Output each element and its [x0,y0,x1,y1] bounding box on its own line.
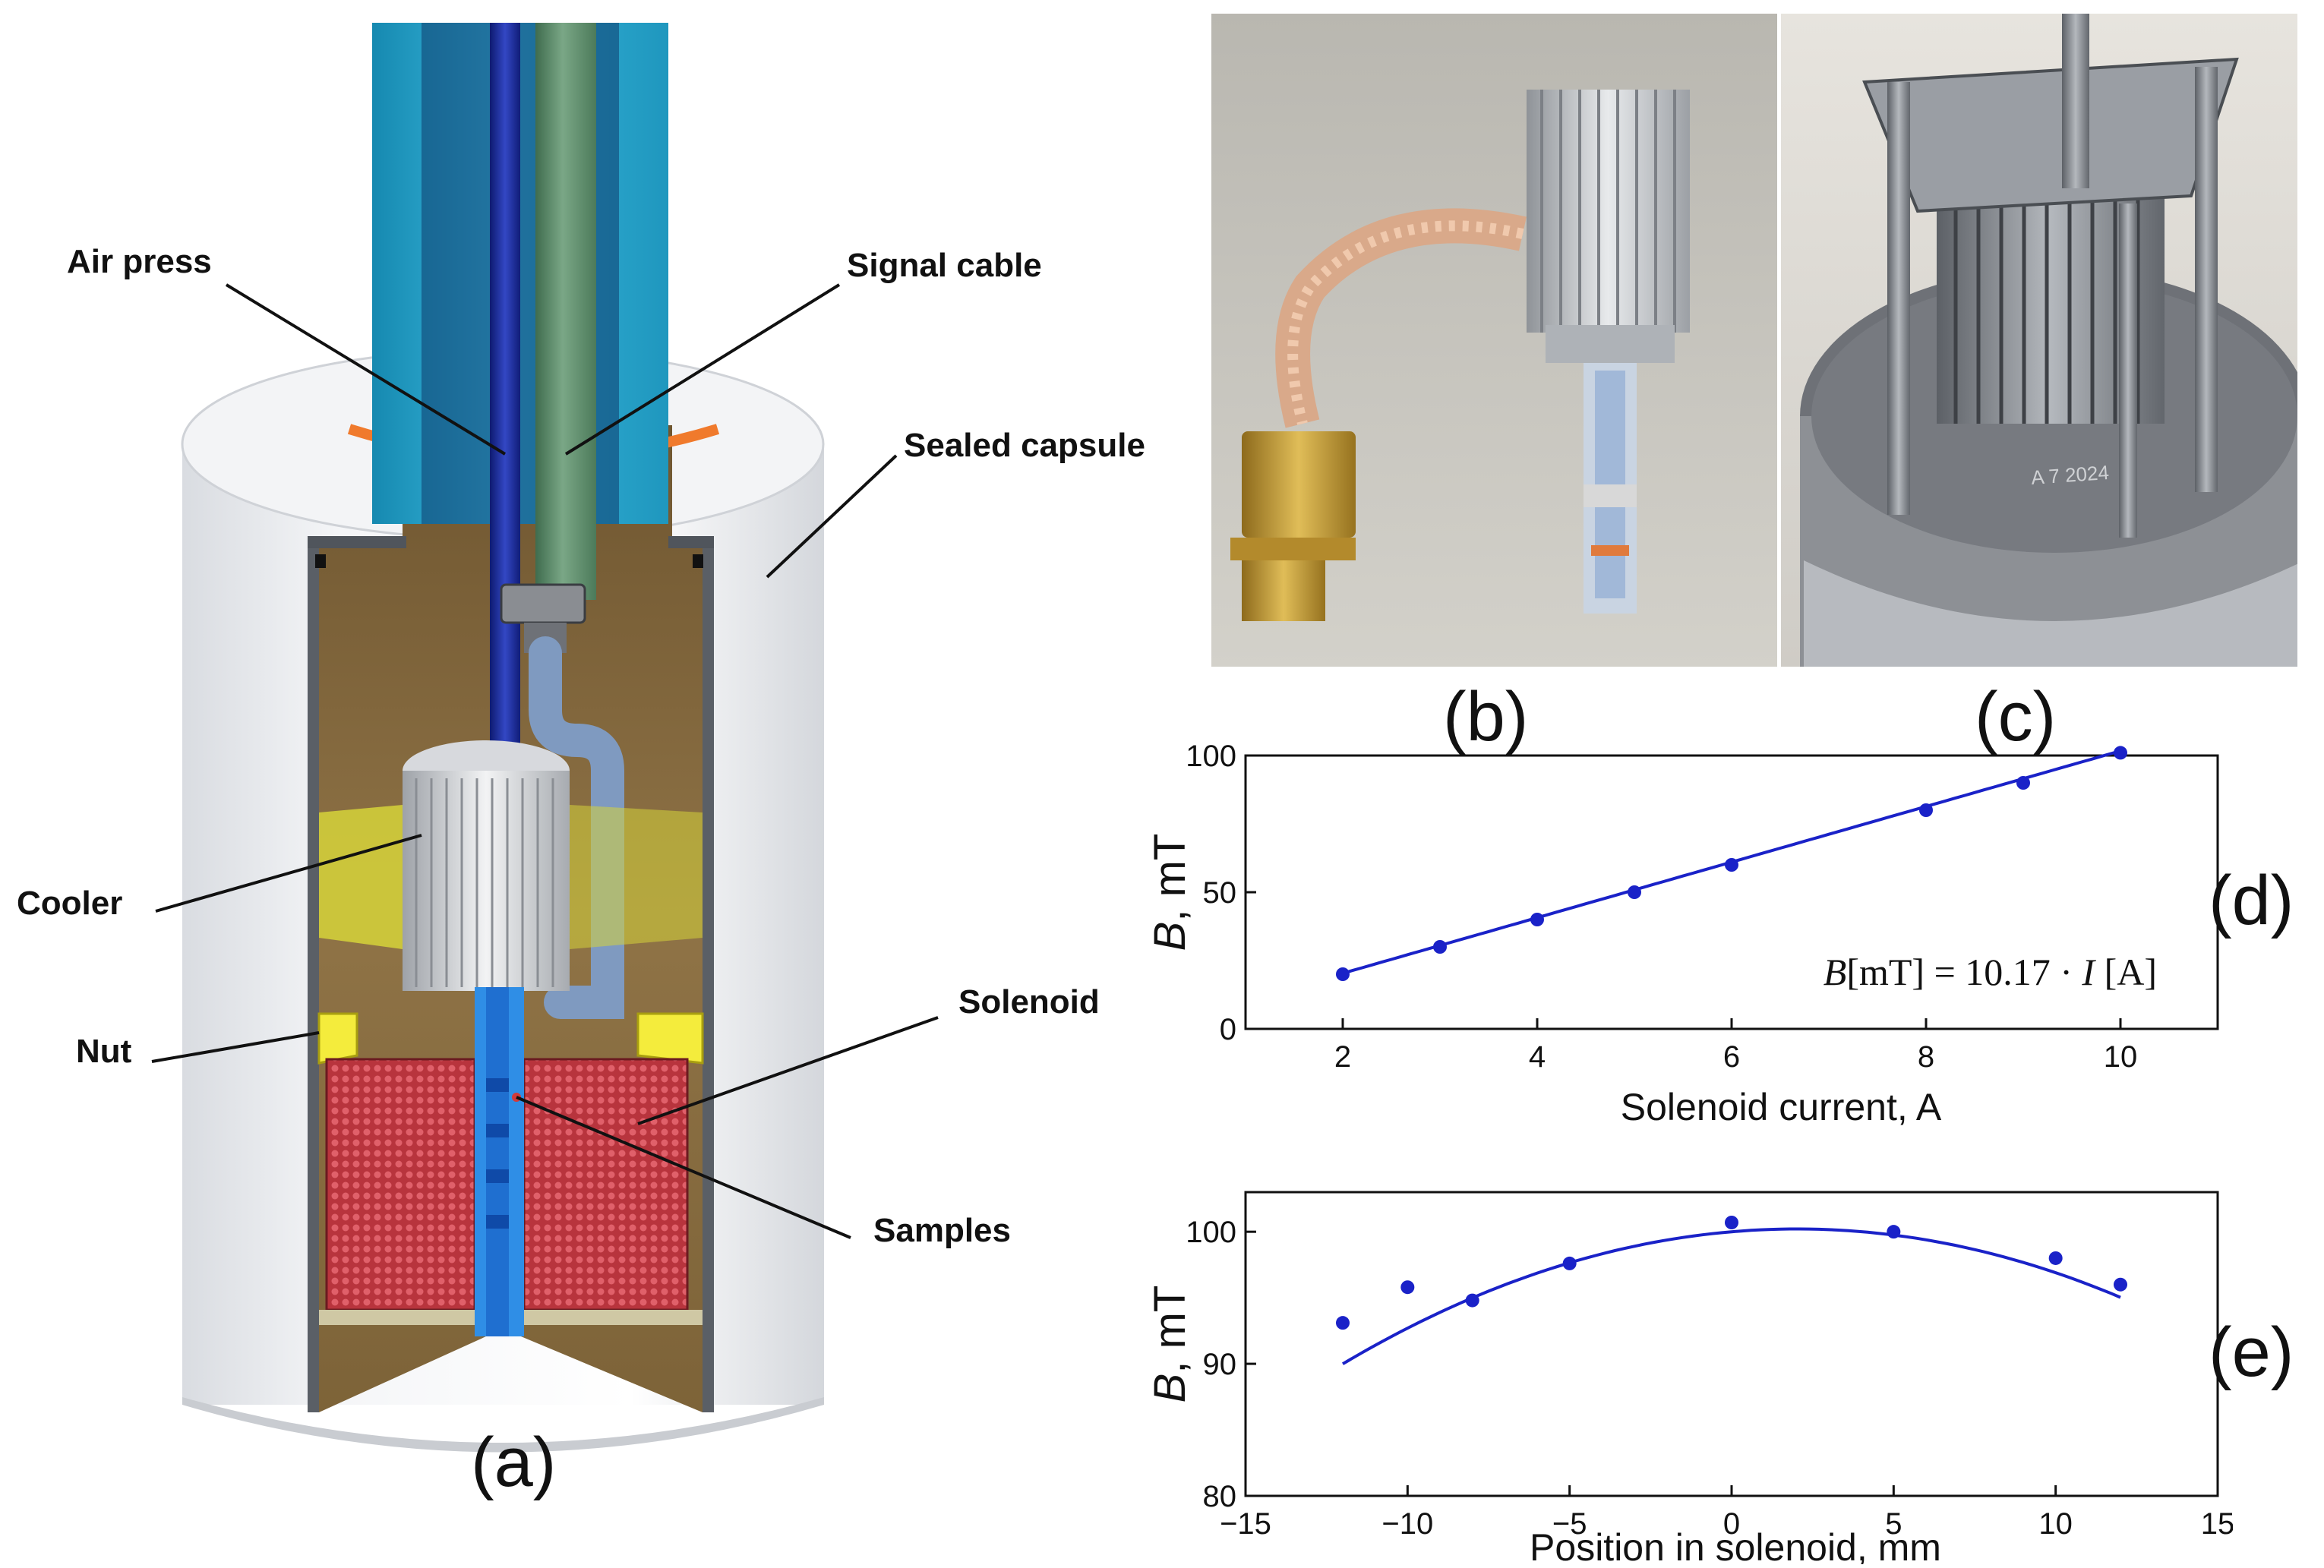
data-point [2048,1251,2063,1265]
brass-connector [1242,431,1356,538]
callout-nut: Nut [76,1033,132,1070]
support-rod-2 [2195,67,2218,492]
cooler-body [403,771,570,991]
chart-e-ylabel-var: B [1145,1374,1195,1403]
x-tick-label: 15 [2201,1507,2233,1541]
data-point [1336,967,1350,981]
data-point [2114,746,2127,760]
x-tick-label: −15 [1220,1507,1271,1541]
panel-label-b: (b) [1443,678,1529,756]
nut-right [636,1012,704,1065]
fit-line [1341,1227,2121,1365]
panel-label-e: (e) [2209,1314,2294,1391]
callout-signal-cable: Signal cable [847,247,1042,284]
nut-left [317,1012,358,1065]
data-point [1919,803,1933,817]
chart-e-ylabel: B, mT [1145,1286,1195,1403]
cross-plate [1862,57,2239,213]
x-tick-label: 8 [1918,1040,1934,1074]
y-tick-label: 90 [1203,1348,1237,1381]
x-tick-label: −10 [1381,1507,1433,1541]
capsule-lid-cut-right [668,536,714,548]
data-point [1433,940,1447,954]
data-point [1887,1225,1901,1239]
capsule-bottom-edge [182,1397,824,1453]
callout-solenoid: Solenoid [958,983,1100,1021]
capsule-cut-right [703,547,714,1412]
y-tick-label: 50 [1203,876,1237,910]
air-press-rod [490,23,520,805]
x-tick-label: −5 [1552,1507,1587,1541]
x-tick-label: 0 [1723,1507,1740,1541]
chart-d-ylabel-unit: , mT [1145,834,1195,922]
panel-label-a: (a) [471,1424,557,1501]
data-point [2114,1277,2127,1292]
eq-i: I [2081,951,2096,993]
eq-mid: [mT] = 10.17 · [1846,951,2082,993]
chart-e-xlabel: Position in solenoid, mm [1530,1526,1941,1564]
data-point [1400,1280,1415,1295]
capsule-cut-left [308,547,319,1412]
x-tick-label: 6 [1723,1040,1740,1074]
data-point [1562,1256,1577,1270]
capsule-lid-cut-left [308,536,406,548]
callout-cooler: Cooler [17,885,123,922]
data-point [2016,776,2030,790]
chart-e: −15 −10 −5 0 5 10 15 80 90 100 B, mT Position in … [1145,1191,2233,1564]
x-tick-label: 4 [1529,1040,1546,1074]
callout-lines [151,283,939,1239]
chart-d-equation: B[mT] = 10.17 · I [A] [1824,951,2157,993]
support-rod-1 [1887,82,1910,515]
heat-sink [1527,90,1690,333]
data-point [1530,913,1544,926]
photo-c: A 7 2024 [1781,14,2297,667]
eq-end: [A] [2095,951,2157,993]
samples-stack [486,1078,509,1229]
y-tick-label: 0 [1220,1013,1236,1046]
chart-d-ylabel-var: B [1145,922,1195,951]
signal-cable-tube [535,23,596,600]
y-tick-label: 100 [1186,744,1236,773]
data-point [1725,1216,1738,1229]
panel-label-c: (c) [1975,678,2057,756]
data-point [1336,1316,1350,1330]
y-tick-label: 100 [1186,1216,1236,1249]
data-point [1628,885,1641,899]
panel-label-d: (d) [2209,862,2294,939]
chart-e-ylabel-unit: , mT [1145,1286,1195,1374]
chart-e-frame [1244,1191,2219,1497]
callout-air-press: Air press [67,243,212,280]
x-tick-label: 10 [2104,1040,2138,1074]
eq-b: B [1824,951,1847,993]
photo-b [1211,14,1777,667]
cooler-fins [415,778,554,987]
yellow-band [319,805,403,949]
chart-d-xlabel: Solenoid current, A [1621,1086,1942,1128]
signal-cable-bend [529,636,624,1019]
cable-connector [500,583,586,624]
y-tick-label: 80 [1203,1480,1237,1513]
x-tick-label: 2 [1334,1040,1351,1074]
solenoid-coil-left [325,1058,476,1311]
x-tick-label: 5 [1885,1507,1902,1541]
data-point [1725,858,1738,872]
capsule-diagram [151,23,939,1453]
engraving-text: A 7 2024 [2030,461,2109,489]
solenoid-coil-right [523,1058,689,1311]
x-tick-label: 10 [2038,1507,2073,1541]
chart-d-ylabel: B, mT [1145,834,1195,951]
data-point [1465,1293,1479,1308]
callout-samples: Samples [873,1212,1011,1249]
callout-sealed-capsule: Sealed capsule [904,427,1145,464]
